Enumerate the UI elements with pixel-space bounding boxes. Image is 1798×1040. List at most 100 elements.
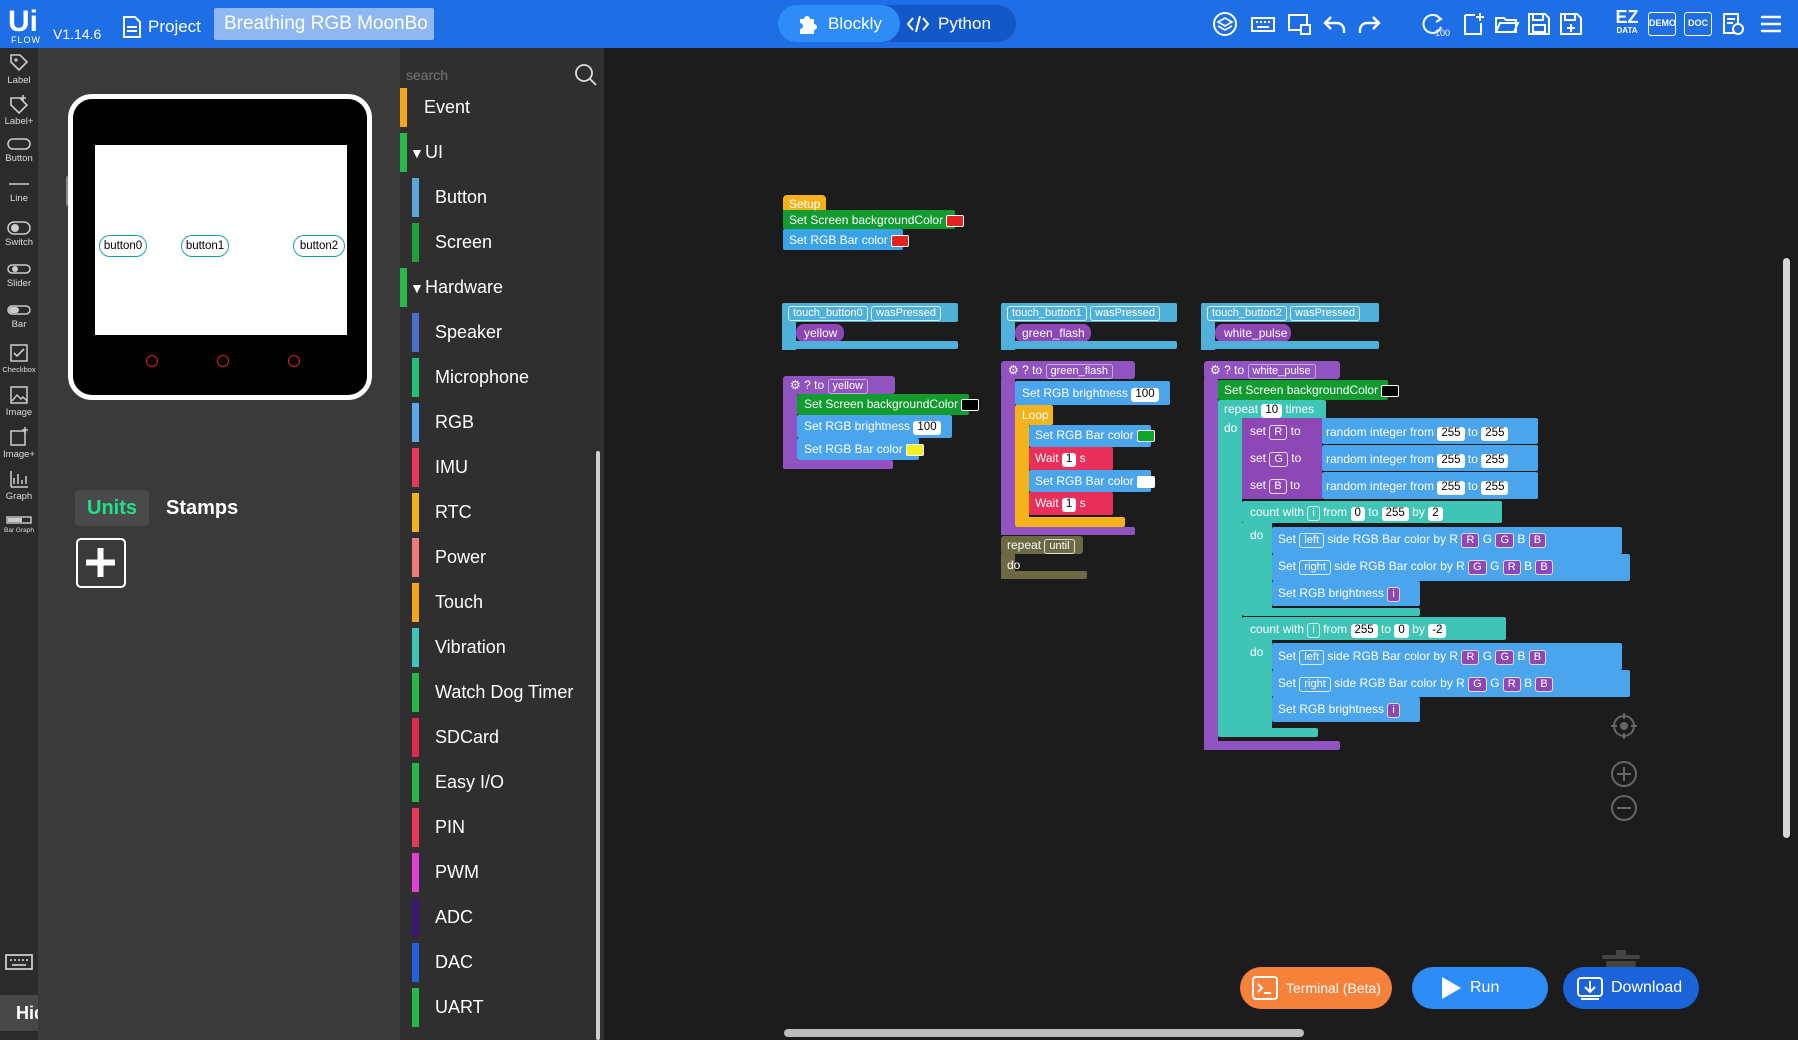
count-by[interactable]: 2 — [1428, 507, 1443, 521]
function-yellow-block[interactable] — [783, 376, 969, 469]
tool-label[interactable]: Label — [0, 52, 38, 86]
uiflow-logo[interactable]: Ui FLOW — [6, 3, 48, 45]
category-microphone[interactable]: Microphone — [400, 355, 596, 400]
repeat-times-value[interactable]: 10 — [1261, 404, 1283, 418]
setup-block[interactable] — [783, 195, 955, 250]
b-var[interactable]: B — [1535, 560, 1553, 575]
category-easy-i-o[interactable]: Easy I/O — [400, 760, 596, 805]
search-icon[interactable] — [574, 63, 598, 87]
var-b[interactable]: B — [1269, 479, 1287, 494]
event-stack-button0[interactable] — [782, 303, 958, 350]
color-swatch-red-bar[interactable] — [891, 234, 910, 247]
g-var[interactable]: G — [1495, 533, 1514, 548]
var-r[interactable]: R — [1269, 425, 1288, 440]
box-icon[interactable] — [1212, 11, 1238, 37]
random-from[interactable]: 255 — [1437, 427, 1465, 441]
gear-icon[interactable]: ⚙ — [790, 378, 801, 392]
undo-icon[interactable] — [1322, 11, 1348, 37]
r-var[interactable]: R — [1502, 677, 1521, 692]
category-speaker[interactable]: Speaker — [400, 310, 596, 355]
category-rtc[interactable]: RTC — [400, 490, 596, 535]
random-from[interactable]: 255 — [1437, 481, 1465, 495]
download-button[interactable]: Download — [1563, 967, 1699, 1009]
b-var[interactable]: B — [1528, 533, 1547, 548]
tab-stamps[interactable]: Stamps — [166, 497, 239, 519]
tool-switch[interactable]: Switch — [0, 220, 38, 248]
device-button1[interactable]: button1 — [181, 235, 229, 257]
save-as-icon[interactable] — [1558, 11, 1584, 37]
event-1-source[interactable]: touch_button1 — [1007, 306, 1087, 321]
category-touch[interactable]: Touch — [400, 580, 596, 625]
ez-data-icon[interactable]: EZ DATA — [1612, 8, 1642, 35]
event-1-action[interactable]: wasPressed — [1090, 306, 1160, 321]
g-var[interactable]: G — [1468, 560, 1487, 575]
tab-units[interactable]: Units — [75, 490, 149, 526]
brightness-value[interactable]: 100 — [913, 421, 941, 435]
i-var[interactable]: i — [1387, 703, 1400, 718]
tool-line[interactable]: Line — [0, 176, 38, 204]
event-stack-button2[interactable] — [1201, 303, 1379, 350]
category-watch-dog-timer[interactable]: Watch Dog Timer — [400, 670, 596, 715]
blockly-workspace[interactable]: Setup Set Screen backgroundColor Set RGB… — [604, 48, 1798, 1040]
zoom-out-icon[interactable] — [1610, 794, 1638, 822]
event-2-source[interactable]: touch_button2 — [1207, 306, 1287, 321]
count-var[interactable]: i — [1307, 506, 1320, 521]
category-event[interactable]: Event — [400, 85, 596, 130]
random-to[interactable]: 255 — [1481, 427, 1509, 441]
device-icon[interactable] — [1286, 11, 1312, 37]
device-button2[interactable]: button2 — [293, 235, 345, 257]
count-to[interactable]: 255 — [1381, 507, 1409, 521]
category-hardware[interactable]: ▼Hardware — [400, 265, 596, 310]
r-var[interactable]: R — [1502, 560, 1521, 575]
project-button[interactable]: Project — [122, 12, 201, 42]
count-var[interactable]: i — [1307, 623, 1320, 638]
workspace-vertical-scrollbar[interactable] — [1783, 258, 1790, 838]
refresh-100-icon[interactable]: 100 — [1420, 11, 1454, 37]
event-2-action[interactable]: wasPressed — [1290, 306, 1360, 321]
file-name-field[interactable]: Breathing RGB MoonBo — [214, 8, 434, 40]
category-dac[interactable]: DAC — [400, 940, 596, 985]
python-tab[interactable]: Python — [906, 5, 991, 42]
device-screen[interactable]: button0 button1 button2 — [95, 145, 347, 335]
tool-bar[interactable]: Bar — [0, 302, 38, 330]
help-icon[interactable]: ? — [1224, 363, 1231, 377]
b-var[interactable]: B — [1535, 677, 1553, 692]
category-adc[interactable]: ADC — [400, 895, 596, 940]
r-var[interactable]: R — [1461, 650, 1480, 665]
function-green-flash-block[interactable] — [1001, 361, 1170, 579]
category-sdcard[interactable]: SDCard — [400, 715, 596, 760]
tool-checkbox[interactable]: Checkbox — [0, 342, 38, 374]
tool-image-plus[interactable]: Image+ — [0, 426, 38, 460]
category-ui[interactable]: ▼UI — [400, 130, 596, 175]
save-icon[interactable] — [1526, 11, 1552, 37]
event-0-action[interactable]: wasPressed — [871, 306, 941, 321]
count-from[interactable]: 0 — [1350, 507, 1365, 521]
open-folder-icon[interactable] — [1494, 11, 1520, 37]
doc-icon[interactable]: DOC — [1684, 12, 1712, 36]
category-pwm[interactable]: PWM — [400, 850, 596, 895]
gear-icon[interactable]: ⚙ — [1008, 363, 1019, 377]
count-from[interactable]: 255 — [1350, 624, 1378, 638]
category-scrollbar[interactable] — [596, 451, 600, 1040]
device-button0[interactable]: button0 — [99, 235, 147, 257]
new-file-icon[interactable] — [1460, 11, 1486, 37]
wait-value[interactable]: 1 — [1061, 498, 1077, 512]
color-swatch-black[interactable] — [1381, 384, 1400, 397]
tool-bar-graph[interactable]: Bar Graph — [0, 514, 38, 534]
redo-icon[interactable] — [1356, 11, 1382, 37]
blockly-tab[interactable]: Blockly — [778, 5, 900, 42]
i-var[interactable]: i — [1387, 587, 1400, 602]
tool-button[interactable]: Button — [0, 136, 38, 164]
r-var[interactable]: R — [1461, 533, 1480, 548]
func-yellow-name[interactable]: yellow — [827, 379, 869, 394]
random-to[interactable]: 255 — [1481, 481, 1509, 495]
color-swatch-black[interactable] — [961, 398, 980, 411]
count-to[interactable]: 0 — [1394, 624, 1409, 638]
menu-icon[interactable] — [1758, 11, 1784, 37]
category-power[interactable]: Power — [400, 535, 596, 580]
zoom-in-icon[interactable] — [1610, 760, 1638, 788]
category-pin[interactable]: PIN — [400, 805, 596, 850]
tool-slider[interactable]: Slider — [0, 261, 38, 289]
side-dropdown[interactable]: right — [1299, 560, 1331, 575]
demo-icon[interactable]: DEMO — [1648, 12, 1676, 36]
